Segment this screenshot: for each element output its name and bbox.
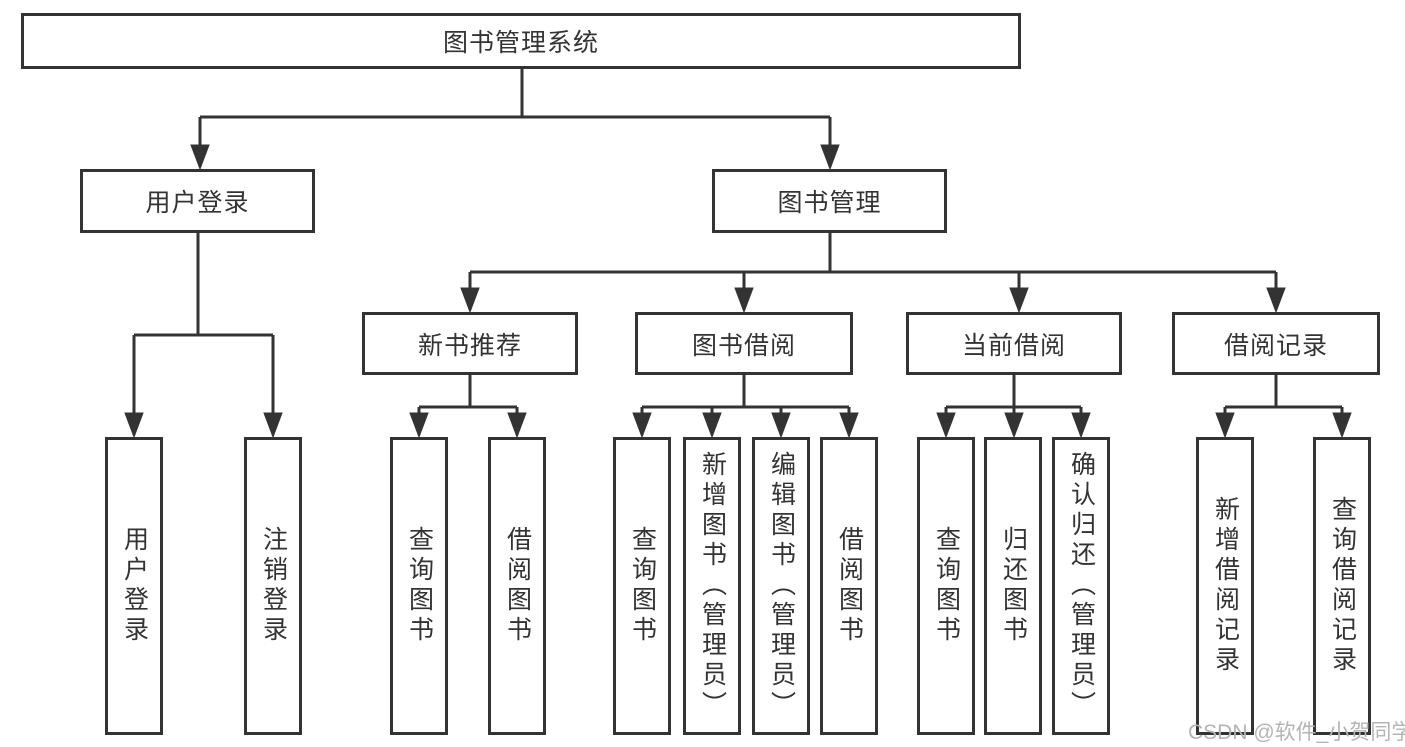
node-book-borrow: 图书借阅 (635, 312, 853, 375)
leaf-new-book-borrow-books: 借阅图书 (488, 437, 546, 735)
node-borrow-records: 借阅记录 (1172, 312, 1380, 375)
leaf-confirm-return-admin: 确认归还（管理员） (1052, 437, 1110, 735)
connector-borrow-records-branch (1215, 375, 1352, 439)
node-book-management: 图书管理 (712, 169, 947, 233)
node-current-borrow: 当前借阅 (906, 312, 1122, 375)
leaf-return-book: 归还图书 (984, 437, 1042, 735)
node-label: 借阅图书 (503, 526, 532, 646)
node-label: 编辑图书（管理员） (767, 451, 796, 721)
node-label: 查询借阅记录 (1328, 496, 1357, 676)
node-label: 新增图书（管理员） (698, 451, 727, 721)
node-label: 用户登录 (145, 189, 250, 217)
node-label: 查询图书 (628, 526, 657, 646)
node-label: 图书管理 (777, 189, 882, 217)
node-new-book-recommend: 新书推荐 (362, 312, 578, 375)
csdn-watermark: CSDN @软件_小贺同学 (1188, 721, 1405, 744)
connector-book-borrow-branch (632, 375, 859, 439)
leaf-query-borrow-record: 查询借阅记录 (1313, 437, 1371, 735)
connector-new-book-branch (409, 375, 527, 439)
leaf-current-query-books: 查询图书 (917, 437, 975, 735)
node-label: 归还图书 (999, 526, 1028, 646)
node-label: 借阅图书 (835, 526, 864, 646)
node-label: 借阅记录 (1223, 331, 1328, 360)
node-label: 当前借阅 (961, 331, 1066, 360)
connector-user-login-branch (124, 233, 283, 439)
leaf-user-login: 用户登录 (105, 437, 163, 735)
node-label: 新增借阅记录 (1211, 496, 1240, 676)
leaf-borrow-borrow-books: 借阅图书 (820, 437, 878, 735)
node-user-login: 用户登录 (80, 169, 315, 233)
node-label: 用户登录 (120, 526, 149, 646)
leaf-borrow-query-books: 查询图书 (613, 437, 671, 735)
connector-current-borrow-branch (936, 375, 1091, 439)
node-label: 图书借阅 (691, 331, 796, 360)
node-label: 图书管理系统 (442, 29, 599, 57)
leaf-add-borrow-record: 新增借阅记录 (1196, 437, 1254, 735)
node-label: 查询图书 (932, 526, 961, 646)
connector-book-management-branch (460, 233, 1286, 314)
leaf-new-book-query-books: 查询图书 (390, 437, 448, 735)
leaf-edit-book-admin: 编辑图书（管理员） (752, 437, 810, 735)
leaf-logout: 注销登录 (244, 437, 302, 735)
connector-root-branch (190, 69, 840, 171)
leaf-add-book-admin: 新增图书（管理员） (683, 437, 741, 735)
node-label: 注销登录 (259, 526, 288, 646)
node-library-management-system: 图书管理系统 (21, 13, 1021, 69)
node-label: 新书推荐 (417, 331, 522, 360)
node-label: 确认归还（管理员） (1067, 451, 1096, 721)
node-label: 查询图书 (405, 526, 434, 646)
